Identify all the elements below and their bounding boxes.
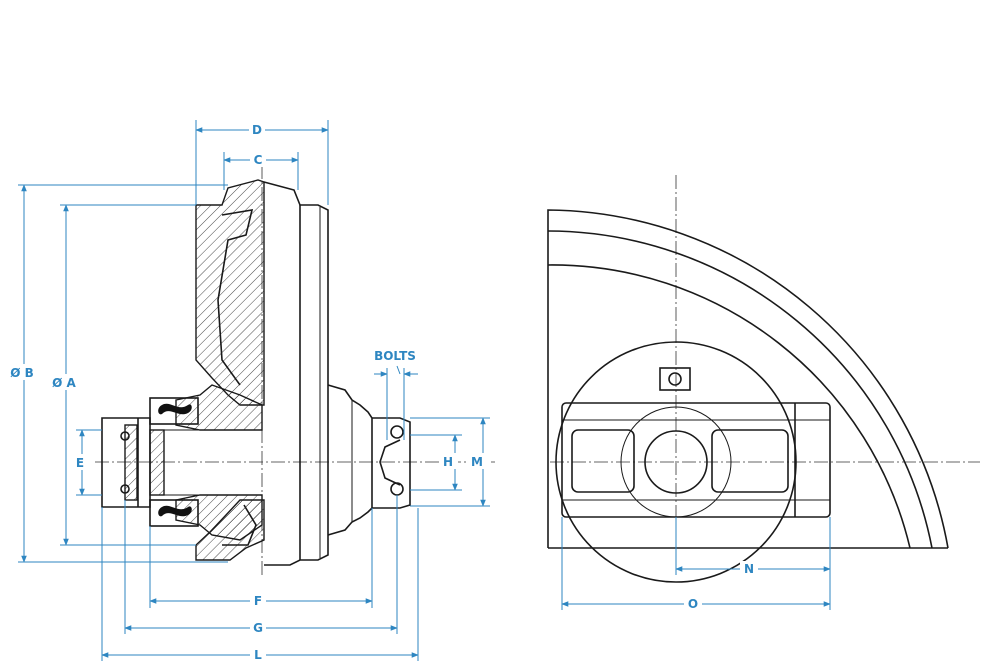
- collar-hole-bottom: [120, 484, 130, 494]
- rim-outer: [263, 181, 329, 566]
- collar-hatch: [124, 424, 138, 501]
- dim-H-label: H: [443, 455, 453, 469]
- mounting-bracket: [561, 402, 831, 518]
- shaft-right: [372, 417, 411, 509]
- bracket-slot-left: [571, 429, 635, 493]
- dim-M-label: M: [471, 455, 483, 469]
- dim-N-label: N: [744, 562, 754, 576]
- seal-top: [158, 403, 192, 415]
- wheel-second-arc: [547, 230, 933, 549]
- dim-OA-label: Ø A: [52, 376, 76, 390]
- bolt-hole-bottom: [390, 482, 404, 496]
- hub-circle: [555, 341, 797, 583]
- housing-flange: [327, 384, 373, 536]
- wheel-web-outline-lower: [222, 504, 257, 546]
- dim-E-label: E: [76, 456, 84, 470]
- seal-housing-bottom: [149, 499, 199, 527]
- dim-OB-label: Ø B: [10, 366, 34, 380]
- dim-bolts-label: BOLTS: [374, 349, 416, 363]
- wheel-third-arc: [547, 264, 911, 549]
- section-view: [95, 165, 495, 575]
- wheel-web-outline: [217, 209, 254, 386]
- end-view: [547, 175, 980, 583]
- seal-housing-top: [149, 397, 199, 425]
- seal-bottom: [158, 505, 192, 517]
- wheel-section-upper: [195, 179, 265, 406]
- wheel-outer-arc: [547, 209, 949, 549]
- shaft-circle: [644, 430, 708, 494]
- dim-C-label: C: [254, 153, 263, 167]
- dim-G-label: G: [253, 621, 263, 635]
- grease-plug: [659, 367, 691, 391]
- grease-plug-hole: [668, 372, 682, 386]
- hub-section-lower: [175, 494, 263, 541]
- collar-hole-top: [120, 431, 130, 441]
- bracket-slot-right: [711, 429, 789, 493]
- dim-L-label: L: [254, 648, 262, 662]
- dim-D-label: D: [252, 123, 262, 137]
- bolt-hole-top: [390, 425, 404, 439]
- spacer-hatch: [149, 429, 165, 496]
- dim-F-label: F: [254, 594, 262, 608]
- shaft-right-slot: [379, 439, 401, 486]
- dimensions: D C Ø B Ø A E BOLTS: [6, 120, 831, 662]
- dim-O-label: O: [688, 597, 698, 611]
